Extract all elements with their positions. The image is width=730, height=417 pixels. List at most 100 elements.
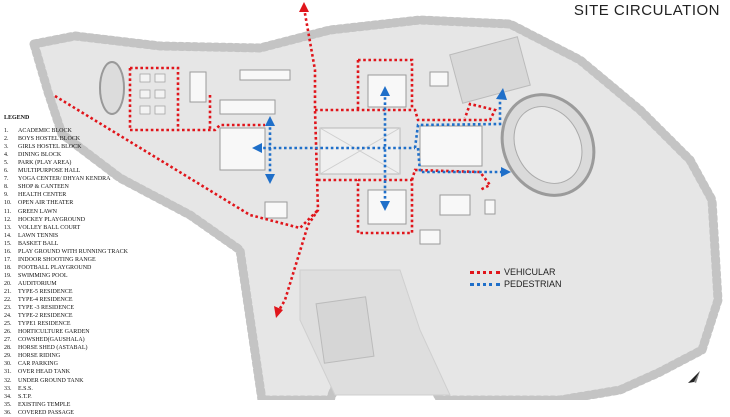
legend-item-number: 21. (4, 288, 12, 295)
hostel-unit (154, 105, 166, 115)
legend-item: 2. BOYS HOSTEL BLOCK (4, 135, 164, 143)
legend-item-label: TYPE-2 RESIDENCE (18, 313, 73, 320)
legend-item-number: 27. (4, 337, 12, 344)
legend-item-number: 13. (4, 224, 12, 231)
legend-item-label: VOLLEY BALL COURT (18, 224, 81, 231)
legend-item-number: 18. (4, 264, 12, 271)
legend-item-label: GIRLS HOSTEL BLOCK (18, 144, 82, 151)
residence-3 (419, 229, 441, 245)
legend-item-label: HORTICULTURE GARDEN (18, 329, 90, 336)
legend-item-number: 5. (4, 160, 9, 167)
legend-item: 4.DINING BLOCK (4, 151, 164, 159)
legend-item: 30. CAR PARKING (4, 360, 164, 368)
legend-item-number: 26. (4, 329, 12, 336)
legend-item-number: 1. (4, 128, 9, 135)
legend-item-number: 7. (4, 176, 9, 183)
legend-item-label: TYPE1 RESIDENCE (18, 321, 71, 328)
building-north-block (367, 74, 407, 108)
legend-item-number: 30. (4, 361, 12, 368)
legend-item: 5. PARK (PLAY AREA) (4, 159, 164, 167)
legend-item-number: 3. (4, 144, 9, 151)
legend-item: 27.COWSHED(GAUSHALA) (4, 336, 164, 344)
legend-item: 29.HORSE RIDING (4, 352, 164, 360)
legend-item-number: 24. (4, 313, 12, 320)
legend-item-number: 16. (4, 248, 12, 255)
legend-item-label: E.S.S. (18, 385, 33, 392)
legend-item-number: 12. (4, 216, 12, 223)
legend-item: 8.SHOP & CANTEEN (4, 183, 164, 191)
legend-item: 6.MULTIPURPOSE HALL (4, 167, 164, 175)
small-oval-track (99, 61, 125, 115)
legend-item-number: 8. (4, 184, 9, 191)
legend-item-label: BASKET BALL (18, 240, 59, 247)
legend-item-label: BOYS HOSTEL BLOCK (18, 136, 81, 143)
legend-item-number: 14. (4, 232, 12, 239)
legend-item-label: PLAY GROUND WITH RUNNING TRACK (18, 248, 129, 255)
legend-item: 12. HOCKEY PLAYGROUND (4, 216, 164, 224)
legend-item-label: FOOTBALL PLAYGROUND (18, 264, 92, 271)
legend-item: 31. OVER HEAD TANK (4, 368, 164, 376)
legend-item: 22. TYPE-4 RESIDENCE (4, 296, 164, 304)
legend-item: 18. FOOTBALL PLAYGROUND (4, 264, 164, 272)
building-multipurpose-hall (419, 125, 483, 167)
legend-item-label: HEALTH CENTER (18, 192, 67, 199)
legend-item-label: UNDER GROUND TANK (18, 377, 84, 384)
building-girls-hostel (239, 69, 291, 81)
legend-item-number: 15. (4, 240, 12, 247)
legend-item-number: 32. (4, 377, 12, 384)
legend-item-label: OVER HEAD TANK (18, 369, 71, 376)
legend-item-number: 29. (4, 353, 12, 360)
legend-item-label: COVERED PASSAGE (18, 409, 74, 416)
circulation-key-vehicular: VEHICULAR (470, 266, 562, 278)
residence-1 (439, 194, 471, 216)
legend-item: 14.LAWN TENNIS (4, 232, 164, 240)
building-health-center (264, 201, 288, 219)
legend-item-label: SWIMMING POOL (18, 272, 68, 279)
legend-item-label: PARK (PLAY AREA) (18, 160, 72, 167)
legend-item-number: 11. (4, 208, 12, 215)
legend-item: 7.YOGA CENTER/ DHYAN KENDRA (4, 175, 164, 183)
vehicular-arrowhead (274, 306, 283, 318)
hockey-field (449, 36, 531, 104)
pedestrian-arrowhead (501, 167, 511, 177)
building-auditorium (429, 71, 449, 87)
legend-item-number: 2. (4, 136, 9, 143)
legend-item: 17.INDOOR SHOOTING RANGE (4, 256, 164, 264)
legend-item-number: 23. (4, 305, 12, 312)
legend-item-number: 20. (4, 280, 12, 287)
legend-item: 13. VOLLEY BALL COURT (4, 224, 164, 232)
legend-item: 25.TYPE1 RESIDENCE (4, 320, 164, 328)
legend-item-label: TYPE-5 RESIDENCE (18, 288, 73, 295)
legend-item-number: 4. (4, 152, 9, 159)
legend-item-label: OPEN AIR THEATER (18, 200, 74, 207)
tree-belt (28, 15, 723, 400)
legend-item-label: TYPE-4 RESIDENCE (18, 297, 73, 304)
legend-item: 34. S.T.P. (4, 393, 164, 401)
legend-item: 15. BASKET BALL (4, 240, 164, 248)
legend-item: 1. ACADEMIC BLOCK (4, 127, 164, 135)
legend-item-label: S.T.P. (18, 393, 32, 400)
legend-item-label: HOCKEY PLAYGROUND (18, 216, 86, 223)
legend-item-number: 34. (4, 393, 12, 400)
legend-item-number: 22. (4, 297, 12, 304)
pedestrian-arrowhead (380, 201, 390, 211)
legend-item: 9.HEALTH CENTER (4, 191, 164, 199)
legend-title: LEGEND (4, 115, 30, 121)
pedestrian-label: PEDESTRIAN (504, 279, 562, 289)
legend-item-number: 31. (4, 369, 12, 376)
track-field (513, 106, 583, 184)
legend-item: 35.EXISTING TEMPLE (4, 401, 164, 409)
legend-item-label: CAR PARKING (18, 361, 58, 368)
legend-item: 32. UNDER GROUND TANK (4, 377, 164, 385)
hostel-unit (154, 89, 166, 99)
legend-item: 26. HORTICULTURE GARDEN (4, 328, 164, 336)
legend-item: 33.E.S.S. (4, 385, 164, 393)
plaza-pattern (319, 127, 401, 175)
vehicular-routes (54, 7, 497, 313)
legend-item-number: 36. (4, 409, 12, 416)
legend-item-label: GREEN LAWN (18, 208, 58, 215)
legend-item-number: 19. (4, 272, 12, 279)
circulation-key: VEHICULAR PEDESTRIAN (470, 266, 562, 290)
legend-item-label: ACADEMIC BLOCK (18, 128, 72, 135)
legend-item: 21. TYPE-5 RESIDENCE (4, 288, 164, 296)
